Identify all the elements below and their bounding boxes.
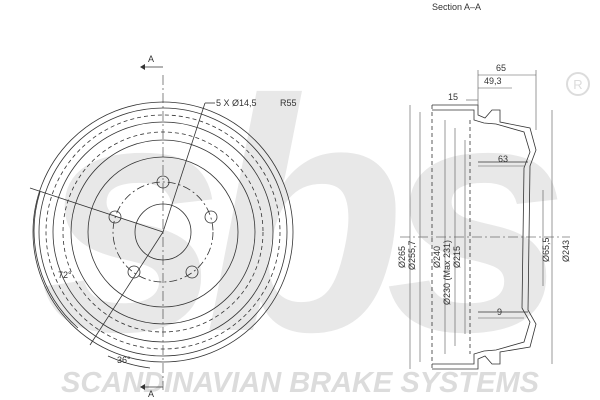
registered-mark-icon: R — [566, 72, 590, 96]
dim-d265-label: Ø265 — [397, 246, 407, 268]
brand-text: SCANDINAVIAN BRAKE SYSTEMS — [61, 367, 540, 399]
section-marker-bottom: A — [148, 389, 154, 399]
dim-63-label: 63 — [498, 154, 508, 164]
bolt-hole — [185, 265, 199, 279]
bolt-hole — [127, 265, 141, 279]
dim-65-label: 65 — [496, 63, 506, 73]
drum-inner-outline — [432, 109, 531, 365]
dimension-lines — [409, 70, 553, 369]
dim-d240-label: Ø240 — [432, 246, 442, 268]
dim-d655-label: Ø65,5 — [541, 237, 551, 262]
angle-line — [89, 231, 164, 346]
sbs-logo-watermark: sbs — [40, 31, 580, 400]
dim-d215-label: Ø215 — [452, 246, 462, 268]
leader-line — [162, 102, 206, 233]
section-marker-top: A — [148, 54, 154, 64]
bolt-pitch-circle — [112, 181, 214, 283]
angle-36-label: 36° — [117, 355, 131, 365]
drum-outline — [432, 104, 537, 370]
front-view — [29, 64, 294, 390]
section-title: Section A–A — [432, 2, 481, 12]
angle-line — [29, 187, 164, 233]
angle-arc-72 — [33, 191, 79, 329]
dim-15-label: 15 — [448, 92, 458, 102]
bolt-pattern-label: 5 X Ø14,5 — [216, 98, 257, 108]
section-arrow-top — [140, 64, 145, 70]
section-view — [400, 104, 570, 370]
angle-72-label: 72° — [58, 270, 72, 280]
bolt-hole — [204, 210, 218, 224]
dim-d255-label: Ø255,7 — [407, 240, 417, 270]
dim-d230-label: Ø230 (Max 231) — [442, 240, 452, 305]
radius-label: R55 — [280, 98, 297, 108]
dim-d243-label: Ø243 — [561, 240, 571, 262]
registered-letter: R — [573, 77, 582, 92]
dim-49-label: 49,3 — [484, 76, 502, 86]
dim-9-label: 9 — [497, 307, 502, 317]
angle-arc-36 — [107, 355, 151, 369]
logo-letters: sbs — [40, 31, 560, 400]
bolt-hole — [108, 210, 122, 224]
section-arrow-bottom — [140, 384, 145, 390]
